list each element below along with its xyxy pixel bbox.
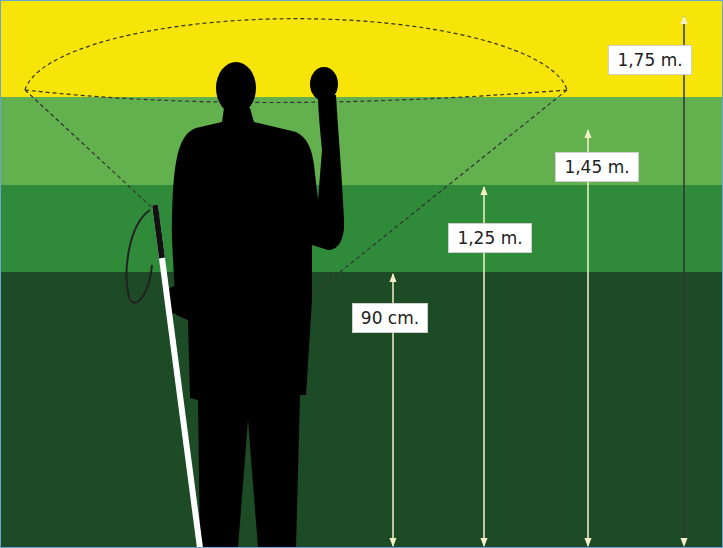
band-top	[0, 0, 723, 97]
cane-strap	[127, 210, 152, 303]
dimension-label: 1,75 m.	[608, 45, 691, 75]
band-light	[0, 97, 723, 185]
dimension-label: 1,25 m.	[448, 223, 531, 253]
dimension-label: 90 cm.	[352, 303, 428, 333]
white-cane	[155, 205, 200, 548]
dimension-label: 1,45 m.	[555, 152, 638, 182]
cane-grip	[155, 205, 162, 258]
dimension-arrows	[393, 16, 684, 546]
band-dark	[0, 272, 723, 548]
band-mid	[0, 185, 723, 272]
